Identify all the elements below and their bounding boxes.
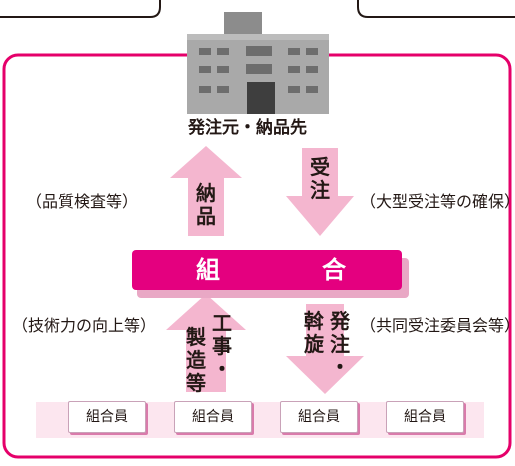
delivery-arrow-up	[170, 146, 242, 236]
ordering-char: 発	[330, 309, 350, 333]
tech-label: （技術力の向上等）	[12, 316, 157, 335]
client-label: 発注元・納品先	[188, 118, 307, 138]
ordering-col-right: 発 注 ・	[328, 310, 352, 379]
banner-right-char: 合	[322, 256, 348, 284]
manufacturing-col-left: 製 造 等	[184, 326, 208, 395]
member-box-2: 組合員	[174, 401, 252, 433]
ordering-arrow-down	[286, 304, 364, 394]
ordering-char: ・	[330, 355, 350, 379]
orders-label: 受 注	[308, 156, 332, 202]
manufacturing-arrow-up	[166, 294, 246, 392]
manufacturing-col-right: 工 事 ・	[210, 312, 234, 381]
top-left-box-edge	[0, 0, 161, 18]
delivery-char: 品	[196, 204, 216, 228]
ordering-col-left: 斡 旋	[302, 310, 326, 356]
top-right-box-edge	[357, 0, 515, 18]
member-box-4: 組合員	[386, 401, 464, 433]
manufacturing-char: 等	[186, 371, 206, 395]
manufacturing-char: ・	[212, 357, 232, 381]
manufacturing-char: 事	[212, 334, 232, 358]
office-building-icon	[187, 12, 329, 114]
manufacturing-char: 工	[212, 311, 232, 335]
manufacturing-char: 製	[186, 325, 206, 349]
delivery-label: 納 品	[194, 182, 218, 228]
ordering-char: 斡	[304, 309, 324, 333]
member-box-3: 組合員	[280, 401, 358, 433]
orders-arrow-down	[286, 148, 354, 236]
orders-char: 注	[310, 178, 330, 202]
banner-left-char: 組	[196, 256, 222, 284]
large-orders-label: （大型受注等の確保）	[360, 192, 515, 211]
ordering-char: 注	[330, 332, 350, 356]
union-banner	[132, 250, 402, 290]
quality-label: （品質検査等）	[26, 192, 139, 211]
manufacturing-char: 造	[186, 348, 206, 372]
member-box-1: 組合員	[68, 401, 146, 433]
delivery-char: 納	[196, 181, 216, 205]
orders-char: 受	[310, 155, 330, 179]
joint-label: （共同受注委員会等）	[360, 316, 515, 335]
ordering-char: 旋	[304, 332, 324, 356]
